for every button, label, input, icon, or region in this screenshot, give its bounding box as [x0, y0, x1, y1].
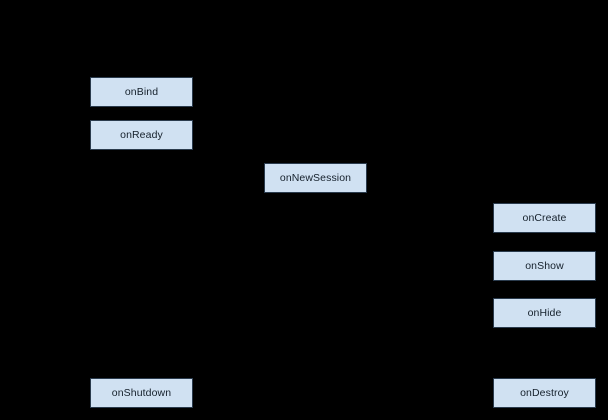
node-oncreate[interactable]: onCreate: [493, 203, 596, 233]
node-ondestroy[interactable]: onDestroy: [493, 378, 596, 408]
node-onbind[interactable]: onBind: [90, 77, 193, 107]
edge-onready-onnewsession: [193, 134, 319, 163]
node-onhide[interactable]: onHide: [493, 298, 596, 328]
node-onready-label: onReady: [120, 128, 163, 141]
node-oncreate-label: onCreate: [522, 211, 567, 224]
edge-onnewsession-oncreate: [367, 177, 548, 203]
node-onshow[interactable]: onShow: [493, 251, 596, 281]
node-onshow-label: onShow: [525, 259, 564, 272]
node-onready[interactable]: onReady: [90, 120, 193, 150]
node-ondestroy-label: onDestroy: [520, 386, 569, 399]
node-onbind-label: onBind: [124, 85, 159, 98]
node-onhide-label: onHide: [527, 306, 562, 319]
node-onshutdown-label: onShutdown: [111, 386, 172, 399]
node-onshutdown[interactable]: onShutdown: [90, 378, 193, 408]
node-onnewsession[interactable]: onNewSession: [264, 163, 367, 193]
node-onnewsession-label: onNewSession: [279, 171, 352, 184]
